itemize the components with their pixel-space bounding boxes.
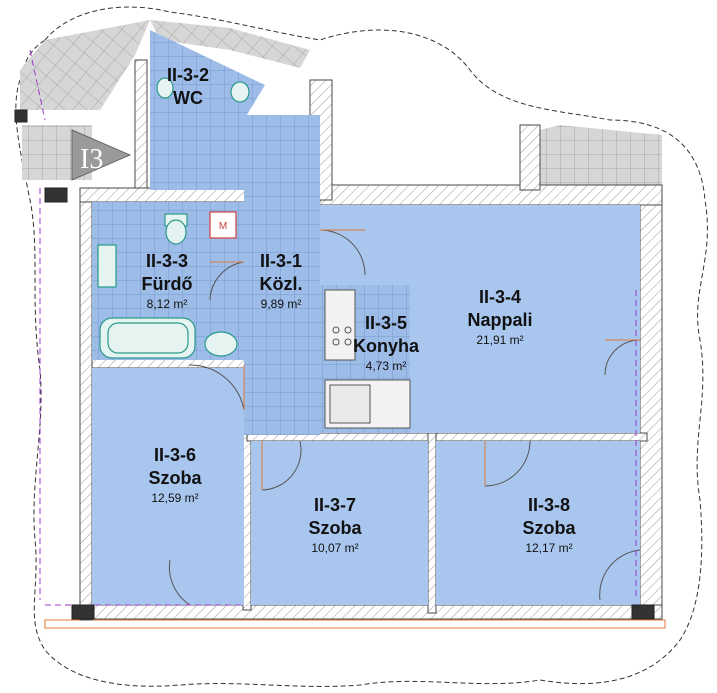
room-label-room8: II-3-8 Szoba 12,17 m² (494, 496, 604, 554)
room-label-kitchen: II-3-5 Konyha 4,73 m² (340, 314, 432, 372)
room-fill-hall-upper (150, 118, 250, 190)
room-label-living: II-3-4 Nappali 21,91 m² (450, 288, 550, 346)
room-code: II-3-3 (145, 251, 188, 271)
room-label-corridor: II-3-1 Közl. 9,89 m² (244, 252, 318, 310)
room-name: Nappali (467, 310, 533, 330)
room-area: 10,07 m² (311, 541, 359, 555)
room-area: 12,59 m² (151, 491, 199, 505)
bathroom-fixtures (97, 77, 250, 359)
room-name: WC (173, 88, 203, 108)
room-code: II-3-8 (527, 495, 570, 515)
room-area: 8,12 m² (146, 297, 188, 311)
room-code: II-3-6 (153, 445, 196, 465)
room-label-wc: II-3-2 WC (150, 66, 226, 107)
room-name: Szoba (148, 468, 202, 488)
room-name: Szoba (522, 518, 576, 538)
room-label-bathroom: II-3-3 Fürdő 8,12 m² (120, 252, 214, 310)
room-code: II-3-7 (313, 495, 356, 515)
stair-arrow (71, 129, 132, 181)
room-area: 9,89 m² (260, 297, 302, 311)
room-fill-room8 (436, 441, 640, 605)
room-code: II-3-4 (478, 287, 521, 307)
room-code: II-3-2 (166, 65, 209, 85)
room-name: Közl. (259, 274, 303, 294)
meter-box (209, 211, 237, 239)
kitchen-counter (324, 289, 411, 429)
room-fill-corridor (244, 115, 320, 435)
terrace-north-strip (150, 20, 310, 68)
terrace-east (530, 125, 662, 185)
room-name: Fürdő (141, 274, 193, 294)
room-name: Konyha (352, 336, 419, 356)
room-fill-room7 (251, 441, 428, 605)
room-fill-room6 (92, 368, 244, 605)
terrace-south-strip (44, 619, 666, 629)
room-code: II-3-1 (259, 251, 302, 271)
door-swings (168, 229, 641, 606)
room-area: 4,73 m² (365, 359, 407, 373)
room-area: 21,91 m² (476, 333, 524, 347)
terrace-northwest (20, 20, 150, 110)
room-code: II-3-5 (364, 313, 407, 333)
room-name: Szoba (308, 518, 362, 538)
stair-marker-label: I3 (80, 144, 104, 175)
meter-symbol: M (219, 221, 227, 232)
room-label-room6: II-3-6 Szoba 12,59 m² (120, 446, 230, 504)
room-area: 12,17 m² (525, 541, 573, 555)
room-label-room7: II-3-7 Szoba 10,07 m² (280, 496, 390, 554)
column-markers (14, 109, 655, 620)
